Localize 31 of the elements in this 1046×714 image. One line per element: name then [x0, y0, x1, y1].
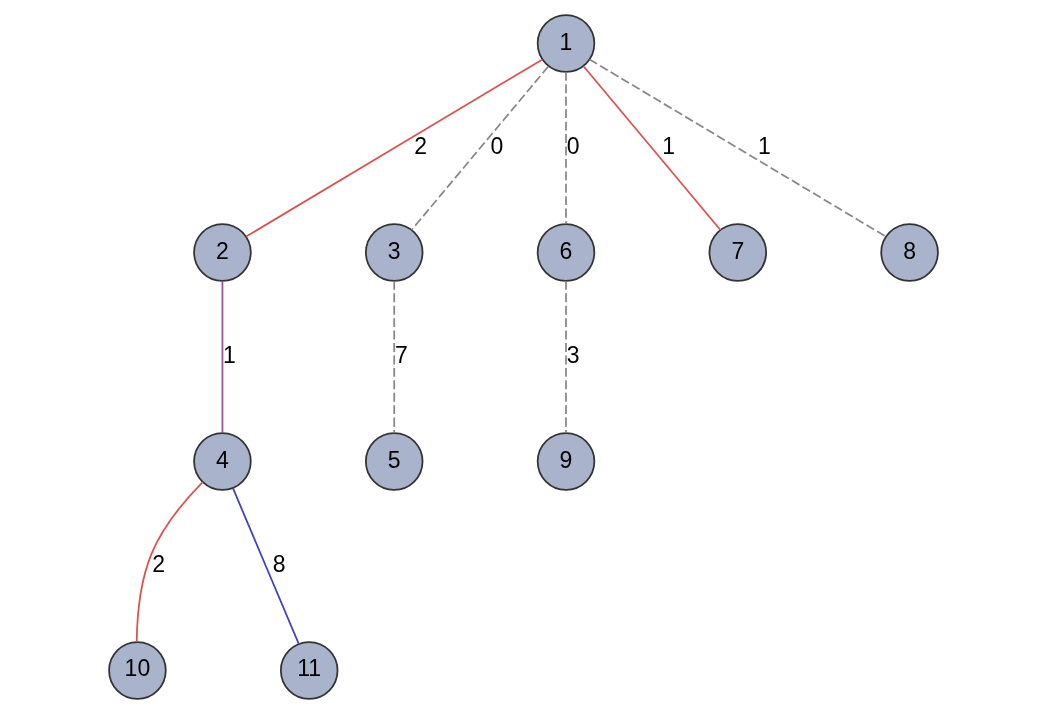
connector	[392, 280, 395, 434]
node-circle: 9	[536, 432, 595, 491]
connector	[221, 280, 223, 434]
edge-label: 0	[490, 133, 503, 160]
node-circle: 1	[536, 14, 595, 73]
node-circle: 7	[708, 223, 767, 282]
edge-label: 0	[566, 133, 579, 160]
node-circle: 4	[192, 432, 252, 491]
connector	[244, 58, 543, 238]
connector	[564, 280, 567, 434]
node-circle: 2	[192, 223, 252, 282]
connector	[588, 58, 887, 238]
connector	[564, 71, 567, 225]
edge-label: 7	[394, 342, 408, 369]
node-circle: 6	[536, 223, 595, 282]
node-circle: 8	[879, 223, 939, 282]
connector	[410, 65, 549, 231]
node-circle: 5	[364, 432, 423, 491]
edge-label: 2	[413, 133, 427, 160]
edge-label: 1	[757, 133, 771, 160]
edge-label: 8	[272, 551, 286, 577]
edge-label: 2	[151, 551, 165, 577]
node-circle: 3	[364, 223, 423, 282]
edge-label: 1	[222, 342, 236, 369]
node-circle: 11	[279, 641, 338, 700]
edge-label: 1	[661, 133, 675, 160]
edge-label: 3	[566, 342, 579, 369]
node-circle: 10	[107, 641, 167, 700]
connector	[582, 65, 721, 231]
connector	[135, 481, 203, 643]
connector	[231, 487, 300, 645]
